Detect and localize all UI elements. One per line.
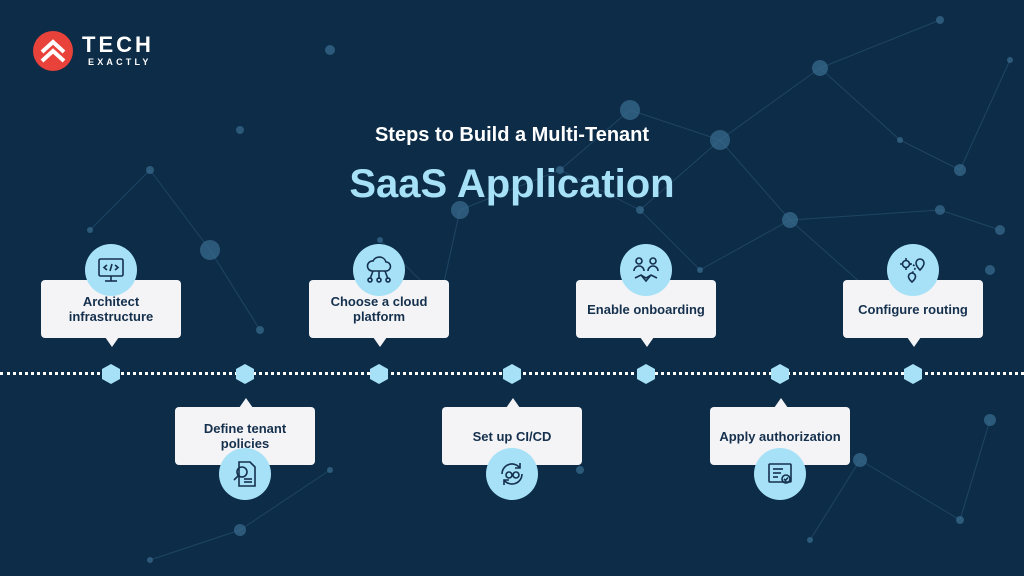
timeline-node-7 — [904, 364, 922, 384]
step-card-2: Define tenant policies — [175, 398, 315, 465]
monitor-code-icon — [85, 244, 137, 296]
heading-line-1: Steps to Build a Multi-Tenant — [374, 124, 650, 146]
step-label-4: Set up CI/CD — [472, 428, 552, 444]
handshake-icon — [620, 244, 672, 296]
step-label-6: Apply authorization — [719, 428, 841, 444]
brand-name: TECH — [82, 32, 154, 57]
certificate-icon — [754, 448, 806, 500]
step-label-2: Define tenant policies — [203, 421, 287, 451]
timeline-node-2 — [236, 364, 254, 384]
gears-cycle-icon — [486, 448, 538, 500]
timeline-node-1 — [102, 364, 120, 384]
cloud-network-icon — [353, 244, 405, 296]
timeline-node-3 — [370, 364, 388, 384]
step-card-7: Configure routing — [843, 280, 983, 347]
heading-line-2: SaaS Application — [349, 162, 675, 206]
step-label-1: Architect infrastructure — [68, 294, 154, 324]
timeline-node-5 — [637, 364, 655, 384]
step-label-7: Configure routing — [858, 301, 968, 317]
timeline-node-6 — [771, 364, 789, 384]
timeline-node-4 — [503, 364, 521, 384]
brand-subname: EXACTLY — [88, 57, 152, 67]
step-label-5: Enable onboarding — [587, 301, 705, 317]
brand-logo: TECH EXACTLY — [32, 30, 154, 72]
brand-logo-icon — [33, 31, 73, 71]
route-pins-icon — [887, 244, 939, 296]
document-search-icon — [219, 448, 271, 500]
step-label-3: Choose a cloud platform — [330, 294, 428, 324]
